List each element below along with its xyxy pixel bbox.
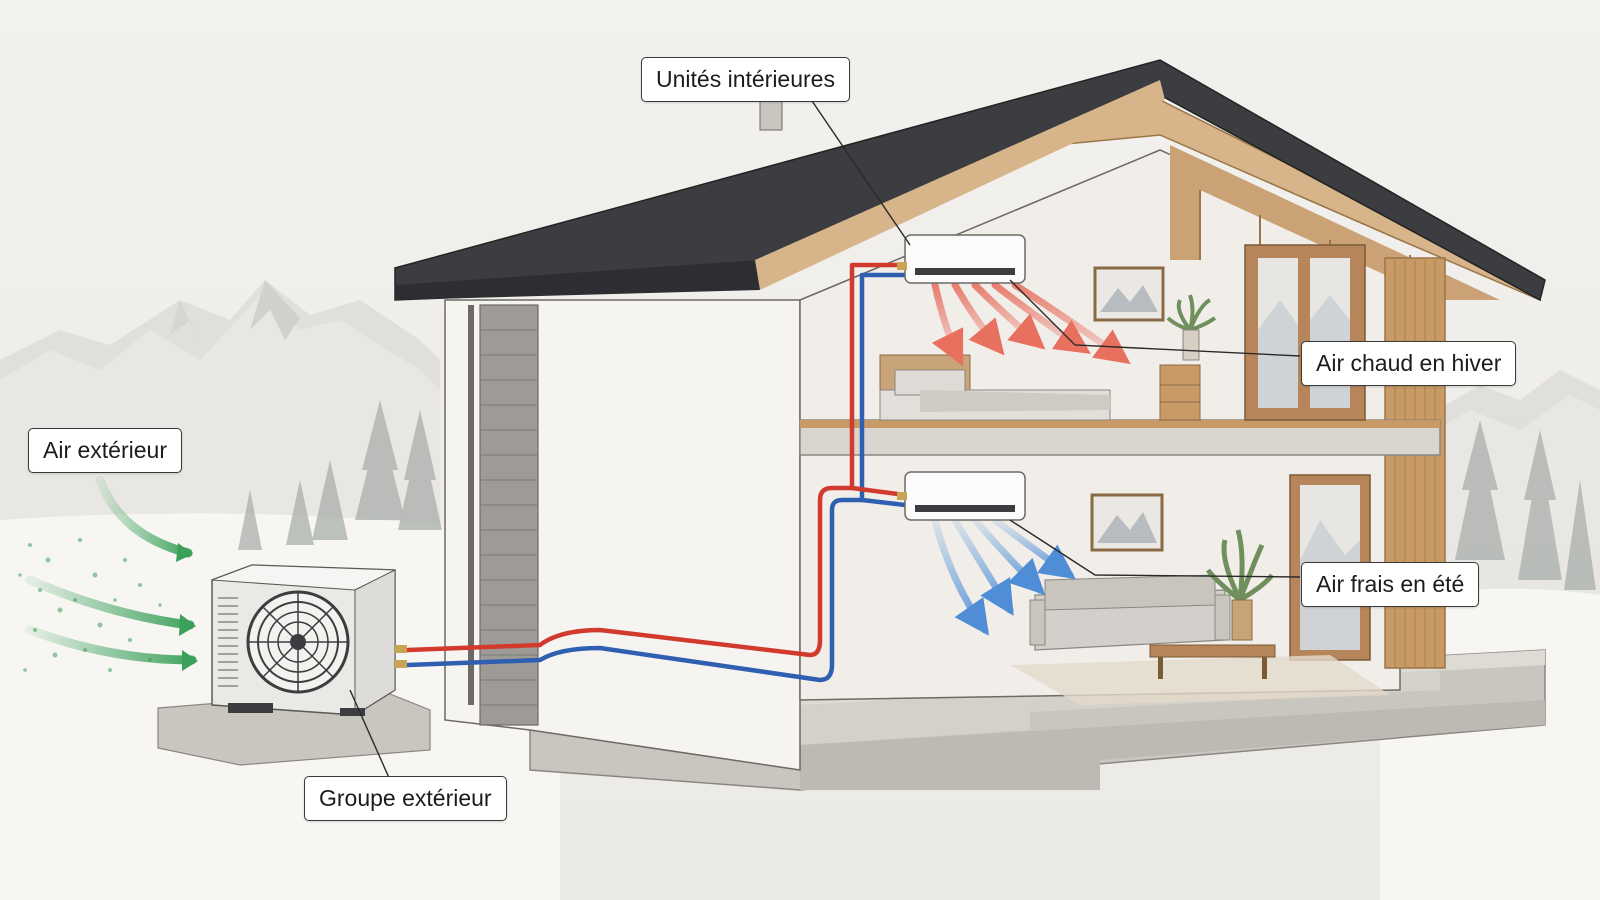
sofa-icon bbox=[1029, 574, 1231, 651]
refrigerant-pipes bbox=[405, 262, 908, 683]
plant-icon bbox=[1205, 529, 1275, 641]
brick-column bbox=[479, 304, 539, 726]
downpipe bbox=[468, 305, 474, 705]
tree-icon bbox=[1455, 420, 1596, 590]
rug bbox=[1010, 655, 1390, 705]
bed-icon bbox=[879, 354, 1111, 421]
hot-air-winter-label: Air chaud en hiver bbox=[1301, 341, 1517, 386]
outdoor-unit bbox=[211, 564, 396, 716]
indoor-units-label: Unités intérieures bbox=[641, 57, 850, 102]
roof bbox=[394, 59, 1546, 302]
shelf bbox=[1159, 364, 1201, 421]
coffee-table bbox=[1149, 644, 1276, 679]
picture-frame-icon bbox=[1090, 493, 1164, 552]
outdoor-air-flow bbox=[18, 475, 198, 672]
fan-icon bbox=[246, 590, 350, 694]
cool-air-flow bbox=[931, 516, 1076, 636]
picture-frame-icon bbox=[1093, 266, 1165, 322]
outdoor-air-label: Air extérieur bbox=[28, 428, 182, 473]
pipe-valves bbox=[395, 645, 407, 668]
outdoor-unit-label: Groupe extérieur bbox=[304, 776, 507, 821]
hot-air-flow bbox=[931, 281, 1131, 367]
upper-window bbox=[1244, 244, 1366, 421]
indoor-unit-lower bbox=[897, 471, 1026, 521]
outdoor-unit-feet bbox=[228, 703, 365, 716]
leader-lines bbox=[349, 97, 1301, 781]
cool-air-summer-label: Air frais en été bbox=[1301, 562, 1480, 607]
tree-icon bbox=[238, 400, 442, 550]
indoor-unit-upper bbox=[897, 234, 1026, 284]
plant-icon bbox=[1166, 294, 1217, 361]
